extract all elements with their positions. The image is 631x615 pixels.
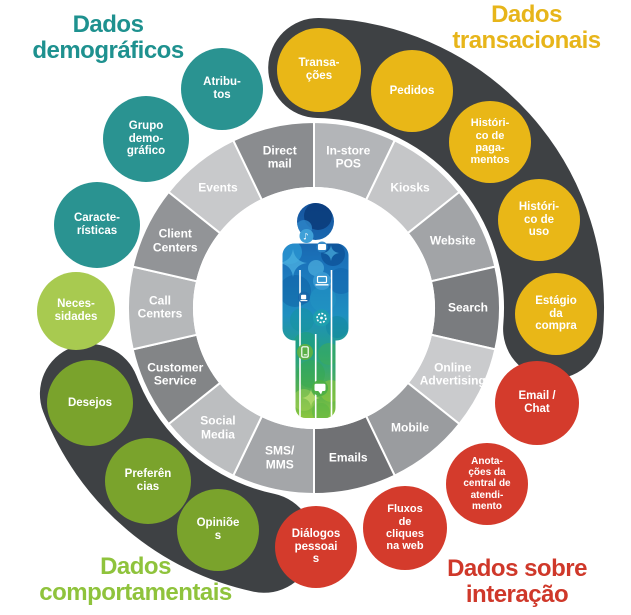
sparkle-star bbox=[282, 249, 307, 277]
laptop-icon bbox=[313, 272, 331, 290]
tablet-icon bbox=[316, 241, 328, 253]
wheel-label-in-store-pos: In-store POS bbox=[326, 143, 371, 171]
wheel-label-direct-mail: Direct mail bbox=[262, 143, 297, 171]
bubble-caracte-r-sticas: Caracte- rísticas bbox=[54, 182, 140, 268]
group-title-transacionais: Dados transacionais bbox=[452, 1, 601, 54]
bubble-hist-ri-co-de-paga-mentos: Históri- co de paga- mentos bbox=[449, 101, 531, 183]
bubble-di-logos-pessoai-s: Diálogos pessoai s bbox=[275, 506, 357, 588]
person-figure: ♪ bbox=[282, 203, 349, 418]
bubble-grupo-demo-gr-fico: Grupo demo- gráfico bbox=[103, 96, 189, 182]
bubble-prefer-n-cias: Preferên cias bbox=[105, 438, 191, 524]
wheel-label-online-advertising: Online Advertising bbox=[419, 360, 486, 388]
group-title-comportamentais: Dados comportamentais bbox=[39, 553, 232, 606]
bubble-transa-es: Transa- ções bbox=[277, 28, 361, 112]
bubble-anota-es-da-central-de-atendi-mento: Anota- ções da central de atendi- mento bbox=[446, 443, 528, 525]
music-note-icon: ♪ bbox=[299, 229, 314, 243]
chat-bubble-icon bbox=[312, 380, 328, 396]
wheel-label-events: Events bbox=[198, 179, 238, 194]
bubble-hist-ri-co-de-uso: Históri- co de uso bbox=[498, 179, 580, 261]
wheel-label-website: Website bbox=[429, 233, 476, 248]
wheel-label-emails: Emails bbox=[328, 450, 368, 465]
channel-wheel bbox=[127, 120, 501, 496]
mobile-phone-icon bbox=[297, 344, 313, 360]
sparkle-star bbox=[302, 389, 320, 407]
wheel-label-kiosks: Kiosks bbox=[390, 179, 430, 194]
bubble-pedidos: Pedidos bbox=[371, 50, 453, 132]
wheel-label-social-media: Social Media bbox=[200, 413, 236, 442]
sparkle-star bbox=[323, 245, 339, 261]
svg-text:♪: ♪ bbox=[303, 233, 309, 243]
wheel-label-search: Search bbox=[447, 300, 489, 315]
gear-icon bbox=[313, 309, 330, 327]
group-title-interacao: Dados sobre interação bbox=[447, 555, 587, 608]
coffee-cup-icon bbox=[298, 291, 310, 304]
bubble-neces-sidades: Neces- sidades bbox=[37, 272, 115, 350]
wheel-label-mobile: Mobile bbox=[391, 420, 430, 435]
wheel-label-customer-service: Customer Service bbox=[147, 360, 204, 388]
wheel-label-sms-mms: SMS/ MMS bbox=[265, 443, 295, 472]
bubble-fluxos-de-cliques-na-web: Fluxos de cliques na web bbox=[363, 486, 447, 570]
bubble-atribu-tos: Atribu- tos bbox=[181, 48, 263, 130]
bubble-email-chat: Email / Chat bbox=[495, 361, 579, 445]
wheel-label-client-centers: Client Centers bbox=[152, 226, 198, 255]
group-title-demograficos: Dados demográficos bbox=[32, 11, 184, 64]
bubble-est-gio-da-compra: Estágio da compra bbox=[515, 273, 597, 355]
wheel-label-call-centers: Call Centers bbox=[137, 293, 183, 321]
bubble-opini-e-s: Opiniõe s bbox=[177, 489, 259, 571]
bubble-desejos: Desejos bbox=[47, 360, 133, 446]
